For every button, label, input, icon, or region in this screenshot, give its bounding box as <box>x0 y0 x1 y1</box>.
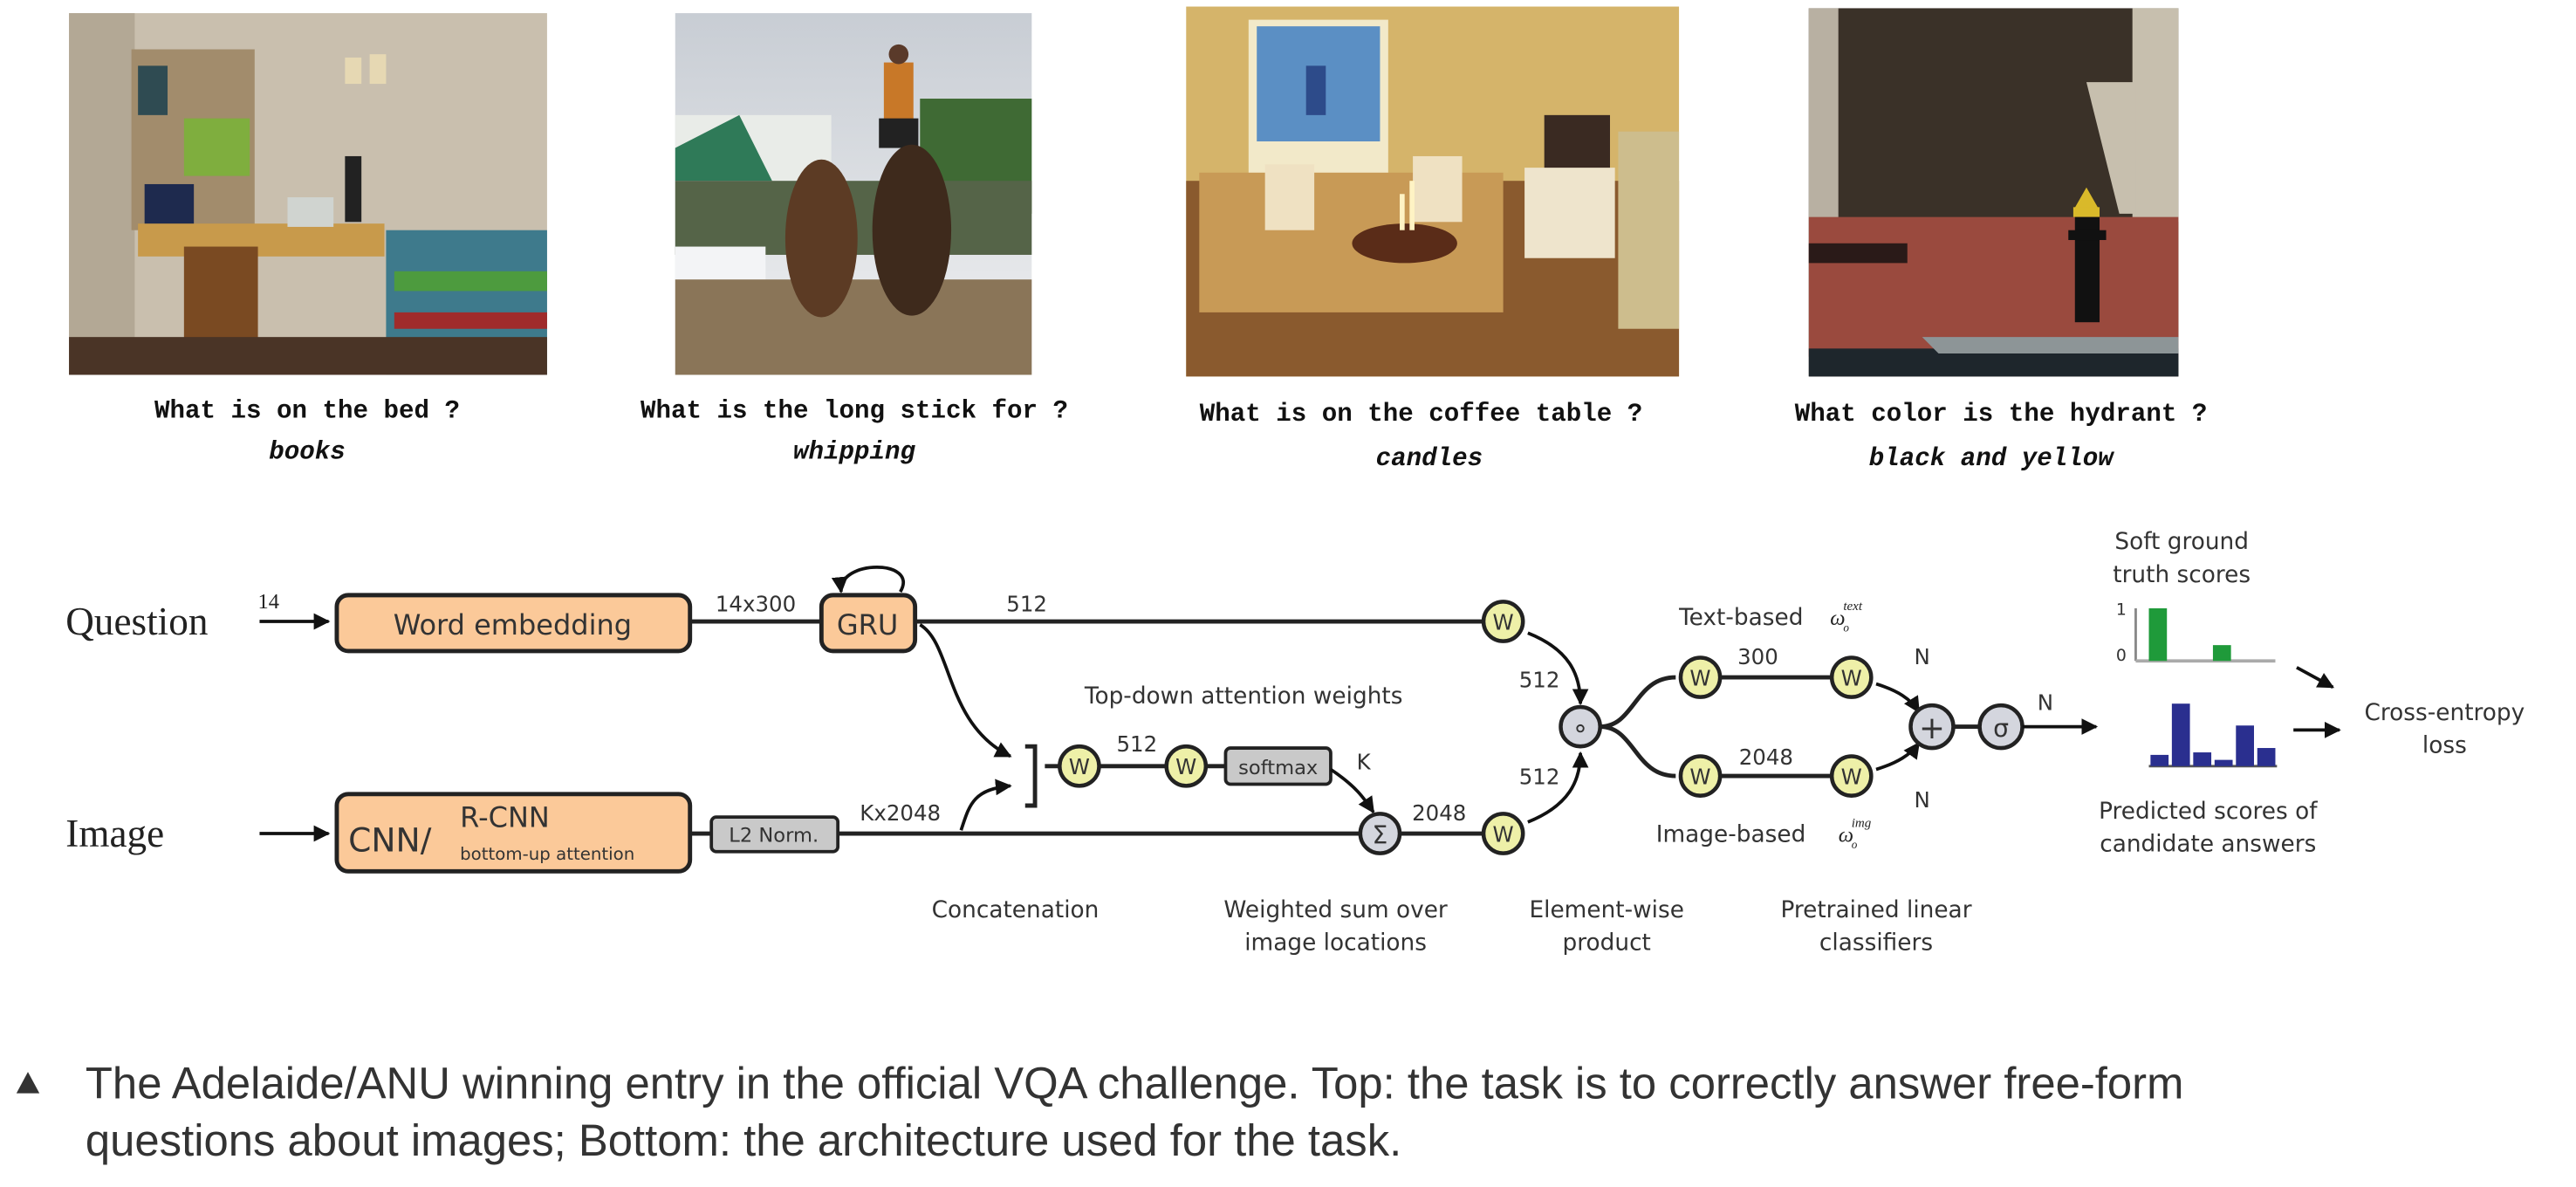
rcnn-label: R-CNN <box>460 800 550 834</box>
answer-3: candles <box>1376 444 1483 473</box>
input-image-label: Image <box>65 812 164 855</box>
svg-text:Σ: Σ <box>1373 820 1388 849</box>
photo-bedroom <box>69 13 547 375</box>
triangle-up-icon <box>16 1072 40 1094</box>
word-embedding-label: Word embedding <box>394 608 632 642</box>
predicted-chart <box>2148 703 2278 768</box>
loss-label-1: Cross-entropy <box>2365 700 2525 726</box>
pred-bar <box>2150 754 2169 766</box>
gt-axis-0: 0 <box>2116 647 2127 665</box>
photo-hydrant <box>1808 8 2179 377</box>
dim-img-hidden: 2048 <box>1739 744 1793 770</box>
dim-att-hidden: 512 <box>1116 731 1157 757</box>
svg-text:W: W <box>1175 754 1196 779</box>
predicted-label-2: candidate answers <box>2100 832 2316 858</box>
text-based-label: Text-based <box>1678 605 1803 631</box>
gru-recurrent-loop <box>831 565 905 594</box>
dim-k: K <box>1357 750 1372 775</box>
soft-gt-label-1: Soft ground <box>2114 529 2249 555</box>
pred-bar <box>2214 759 2233 766</box>
image-based-label: Image-based <box>1656 821 1806 847</box>
svg-text:W: W <box>1069 754 1090 779</box>
question-4: What color is the hydrant ? <box>1795 400 2208 429</box>
concat-label: Concatenation <box>932 897 1100 923</box>
elementwise-label-2: product <box>1563 930 1651 957</box>
qa-labels: What is on the bed ? books What is the l… <box>154 396 2207 473</box>
question-3: What is on the coffee table ? <box>1200 400 1643 429</box>
gt-axis-1: 1 <box>2116 600 2127 619</box>
caption-line-1: The Adelaide/ANU winning entry in the of… <box>86 1058 2184 1108</box>
dim-n-top: N <box>1915 644 1930 669</box>
dim-q-len: 14 <box>258 590 279 614</box>
answer-2: whipping <box>793 438 916 467</box>
soft-gt-label-2: truth scores <box>2113 562 2251 588</box>
gru-label: GRU <box>837 608 898 642</box>
pretrained-label-1: Pretrained linear <box>1780 897 1971 923</box>
svg-text:W: W <box>1689 665 1710 690</box>
pred-bar <box>2257 748 2276 766</box>
gru-box <box>819 593 918 654</box>
softmax-label: softmax <box>1238 757 1318 779</box>
w-node-question <box>1481 600 1525 643</box>
svg-text:ω: ω <box>1830 607 1845 630</box>
soft-gt-chart <box>2134 607 2276 663</box>
dim-text-hidden: 300 <box>1737 644 1778 669</box>
pretrained-label-2: classifiers <box>1819 930 1933 957</box>
architecture-diagram: Question Image 14 Word embedding 14x300 … <box>65 529 2525 957</box>
svg-text:W: W <box>1493 821 1514 847</box>
svg-text:σ: σ <box>1993 714 2009 743</box>
w-node-img2 <box>1829 754 1874 798</box>
pred-bar <box>2193 752 2212 766</box>
svg-text:+: + <box>1919 710 1945 746</box>
svg-text:W: W <box>1689 764 1710 789</box>
svg-text:∘: ∘ <box>1572 713 1589 744</box>
svg-text:o: o <box>1852 838 1858 851</box>
caption-line-2: questions about images; Bottom: the arch… <box>86 1115 1401 1165</box>
dim-v-proj: 512 <box>1519 764 1560 789</box>
l2norm-label: L2 Norm. <box>729 824 819 847</box>
elementwise-label-1: Element-wise <box>1530 897 1684 923</box>
predicted-label-1: Predicted scores of <box>2099 799 2318 825</box>
dim-embedding: 14x300 <box>716 592 796 617</box>
question-2: What is the long stick for ? <box>641 396 1068 425</box>
photo-living-room <box>1186 6 1680 377</box>
gt-bar <box>2148 607 2168 662</box>
svg-text:text: text <box>1843 600 1863 614</box>
caption: The Adelaide/ANU winning entry in the of… <box>16 1058 2184 1165</box>
w-node-img1 <box>1678 754 1723 798</box>
w-node-text1 <box>1678 655 1723 699</box>
answer-4: black and yellow <box>1869 444 2115 473</box>
bottom-up-label: bottom-up attention <box>460 844 634 864</box>
dim-att-out: 2048 <box>1412 800 1466 826</box>
svg-text:W: W <box>1841 665 1862 690</box>
gt-bar <box>2212 645 2231 662</box>
svg-text:W: W <box>1841 764 1862 789</box>
dim-n-out: N <box>2038 690 2053 716</box>
photo-horses <box>675 13 1032 375</box>
question-1: What is on the bed ? <box>154 396 460 425</box>
softmax-box <box>1223 746 1333 786</box>
pred-bar <box>2236 725 2254 766</box>
cnn-label: CNN/ <box>348 821 432 860</box>
svg-text:img: img <box>1852 816 1872 830</box>
w-node-text2 <box>1829 655 1874 699</box>
wsum-label-2: image locations <box>1244 930 1427 957</box>
dim-n-bottom: N <box>1915 787 1930 813</box>
w-node-image <box>1481 812 1525 855</box>
w-node-att1 <box>1058 744 1101 788</box>
pred-bar <box>2171 703 2190 766</box>
dim-img-feat: Kx2048 <box>860 800 941 826</box>
loss-label-2: loss <box>2422 733 2467 759</box>
w-node-att2 <box>1164 744 1209 788</box>
answer-1: books <box>269 438 346 467</box>
wsum-label-1: Weighted sum over <box>1223 897 1448 923</box>
svg-text:ω: ω <box>1839 823 1853 847</box>
top-down-label: Top-down attention weights <box>1084 683 1403 710</box>
svg-text:o: o <box>1843 621 1849 634</box>
dim-gru-out: 512 <box>1006 592 1047 617</box>
dim-q-proj: 512 <box>1519 667 1560 692</box>
input-question-label: Question <box>65 600 208 643</box>
svg-text:W: W <box>1493 609 1514 635</box>
